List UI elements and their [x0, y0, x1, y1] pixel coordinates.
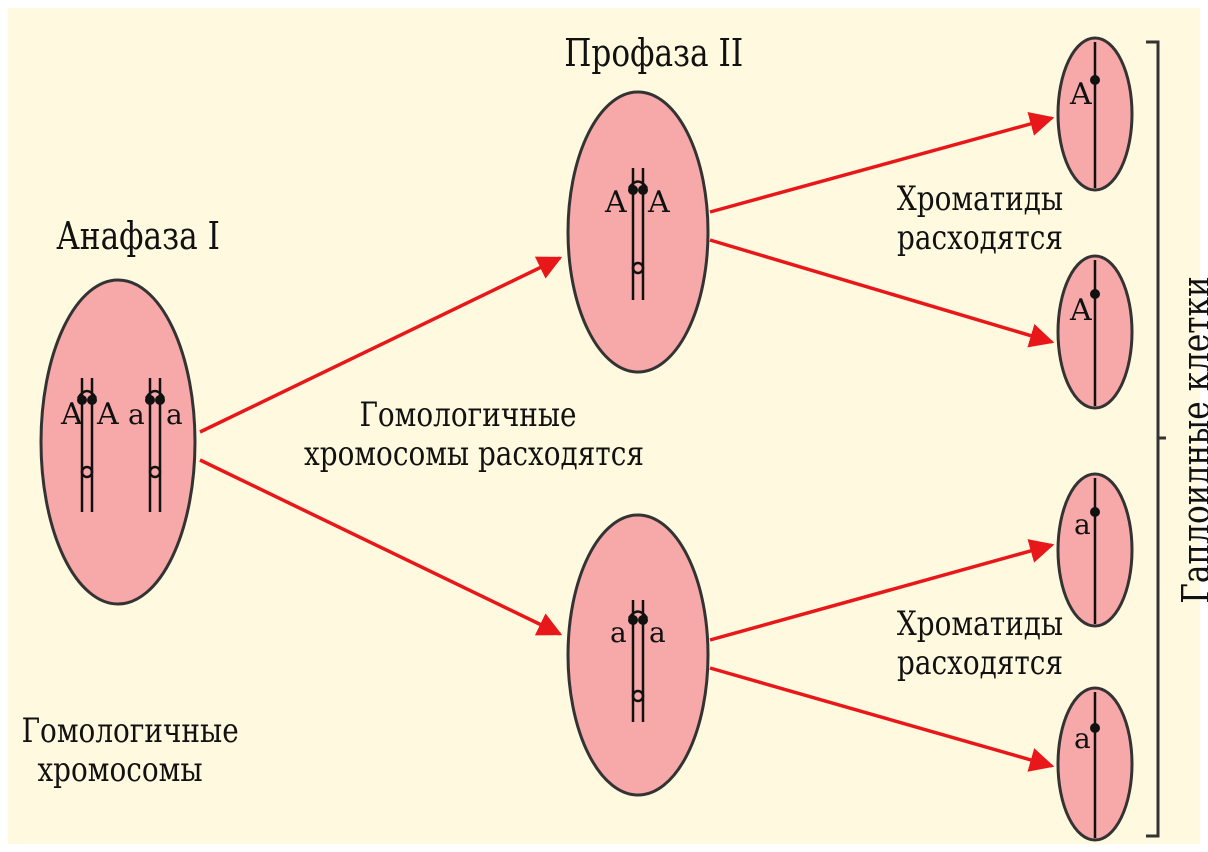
gene-label: a: [128, 398, 145, 431]
arrow-bottom-to-cell-4: [709, 666, 1055, 772]
caption-line: Гомологичные: [21, 711, 239, 751]
anaphase-cell: A A a a: [39, 278, 197, 606]
gene-label: a: [649, 616, 666, 649]
chromatids-separate-top-caption: Хроматиды расходятся: [882, 179, 1079, 259]
centromere-right-2: [155, 395, 165, 405]
arrow-anaphase-to-bottom: [199, 458, 563, 636]
haploid-cell-4: a: [1056, 686, 1134, 842]
centromere: [638, 185, 648, 195]
centromere: [1090, 507, 1100, 517]
gene-label: A: [1069, 293, 1092, 328]
prophase-2-title: Профаза II: [564, 31, 744, 75]
caption-line: хромосомы расходятся: [304, 434, 644, 475]
centromere-left-1: [77, 395, 87, 405]
arrow-bottom-to-cell-3: [709, 539, 1055, 642]
centromere: [1090, 289, 1100, 299]
prophase-cell-bottom: a a: [566, 513, 710, 797]
gene-label: A: [60, 397, 83, 432]
arrows: [199, 112, 1055, 772]
haploid-cell-1: A: [1056, 36, 1134, 192]
arrow-anaphase-to-top: [199, 256, 563, 434]
haploid-bracket: [1146, 40, 1166, 838]
prophase-cell-top: A A: [566, 90, 710, 374]
haploid-cells-label: Гаплоидные клетки: [1174, 276, 1208, 604]
centromere: [638, 615, 648, 625]
gene-label: A: [647, 185, 670, 220]
centromere-left-2: [87, 395, 97, 405]
arrow-top-to-cell-2: [709, 238, 1055, 348]
caption-line: Хроматиды: [896, 604, 1064, 644]
gene-label: a: [1074, 508, 1091, 541]
gene-label: a: [610, 616, 627, 649]
centromere-right-1: [145, 395, 155, 405]
homologs-separate-caption: Гомологичные хромосомы расходятся: [304, 395, 644, 475]
gene-label: A: [96, 397, 119, 432]
homologous-chromosomes-caption: Гомологичные хромосомы: [21, 711, 239, 791]
centromere: [628, 615, 638, 625]
haploid-cell-3: a: [1056, 472, 1134, 628]
caption-line: расходятся: [897, 218, 1063, 259]
chromatids-separate-bottom-caption: Хроматиды расходятся: [882, 604, 1079, 684]
anaphase-1-title: Анафаза I: [56, 214, 220, 258]
caption-line: Хроматиды: [896, 179, 1064, 219]
caption-line: Гомологичные: [359, 395, 577, 435]
arrow-top-to-cell-1: [709, 112, 1055, 214]
caption-line: хромосомы: [37, 750, 203, 791]
centromere: [628, 185, 638, 195]
centromere: [1090, 723, 1100, 733]
gene-label: a: [1074, 722, 1091, 755]
caption-line: расходятся: [897, 643, 1063, 684]
haploid-cell-2: A: [1056, 254, 1134, 410]
gene-label: A: [1069, 77, 1092, 112]
gene-label: A: [604, 185, 627, 220]
gene-label: a: [166, 398, 183, 431]
centromere: [1090, 75, 1100, 85]
